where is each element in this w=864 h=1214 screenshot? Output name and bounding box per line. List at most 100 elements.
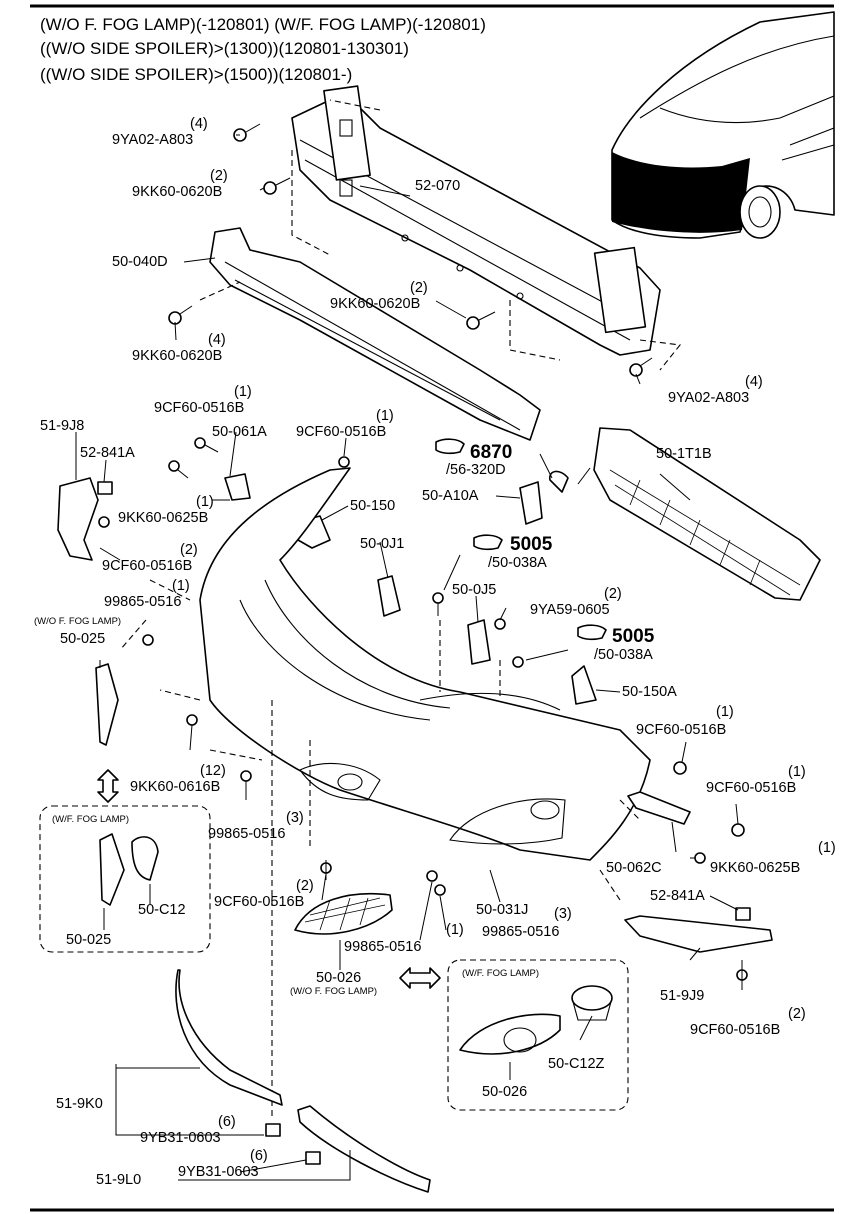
label-9CF60-0516B: 9CF60-0516B: [102, 558, 192, 574]
qty-label: (2): [410, 280, 428, 296]
qty-label: (2): [604, 586, 622, 602]
qty-label: (6): [218, 1114, 236, 1130]
label-50-038A: /50-038A: [488, 555, 547, 571]
label-9YB31-0603: 9YB31-0603: [178, 1164, 259, 1180]
label-50-150: 50-150: [350, 498, 395, 514]
front-grille: [593, 427, 821, 601]
label-51-9L0: 51-9L0: [96, 1172, 141, 1188]
qty-label: (1): [196, 494, 214, 510]
qty-label: (1): [376, 408, 394, 424]
bolt-icon: [629, 357, 653, 377]
header-line-1: (W/O F. FOG LAMP)(-120801) (W/F. FOG LAM…: [40, 15, 486, 34]
side-bracket-51-9J8: [57, 477, 99, 561]
lower-trim-51-9L0: [297, 1105, 431, 1193]
clip-icon: [432, 592, 444, 616]
header-line-3: ((W/O SIDE SPOILER)>(1500))(120801-): [40, 65, 352, 84]
qty-label: (3): [554, 906, 572, 922]
label-50-040D: 50-040D: [112, 254, 168, 270]
label-99865-0516: 99865-0516: [208, 826, 285, 842]
qty-label: (1): [234, 384, 252, 400]
fog-bezel-left: [294, 892, 393, 935]
qty-label: (1): [446, 922, 464, 938]
bolt-icon: [466, 311, 496, 330]
label-9KK60-0620B: 9KK60-0620B: [330, 296, 420, 312]
bracket-50-0J5: [467, 619, 491, 665]
label-50-1T1B: 50-1T1B: [656, 446, 712, 462]
bracket-50-0J1: [377, 575, 401, 617]
label-9CF60-0516B: 9CF60-0516B: [706, 780, 796, 796]
label-50-031J: 50-031J: [476, 902, 528, 918]
qty-label: (4): [190, 116, 208, 132]
label-56-320D: /56-320D: [446, 462, 506, 478]
label-wo-fog-lamp: (W/O F. FOG LAMP): [290, 986, 377, 997]
label-9YA02-A803: 9YA02-A803: [668, 390, 749, 406]
qty-label: (2): [180, 542, 198, 558]
nut-icon: [305, 1151, 321, 1165]
qty-label: (12): [200, 763, 226, 779]
label-9CF60-0516B: 9CF60-0516B: [296, 424, 386, 440]
lower-trim-51-9K0: [175, 969, 283, 1106]
highlighted-front-bumper-area: [612, 152, 750, 233]
label-9CF60-0516B: 9CF60-0516B: [154, 400, 244, 416]
cover-50-A10A: [519, 481, 543, 525]
label-9CF60-0516B: 9CF60-0516B: [690, 1022, 780, 1038]
label-99865-0516: 99865-0516: [344, 939, 421, 955]
qty-label: (1): [818, 840, 836, 856]
label-52-841A: 52-841A: [650, 888, 705, 904]
label-wf-fog-lamp: (W/F. FOG LAMP): [462, 968, 539, 979]
label-50-061A: 50-061A: [212, 424, 267, 440]
bolt-icon: [263, 177, 291, 195]
header-line-2: ((W/O SIDE SPOILER)>(1300))(120801-13030…: [40, 39, 409, 58]
label-50-025: 50-025: [60, 631, 105, 647]
note-pointer-icon: [473, 534, 503, 551]
label-9KK60-0620B: 9KK60-0620B: [132, 184, 222, 200]
clip-icon: [673, 761, 687, 775]
label-9CF60-0516B: 9CF60-0516B: [214, 894, 304, 910]
label-50-A10A: 50-A10A: [422, 488, 479, 504]
label-51-9J9: 51-9J9: [660, 988, 704, 1004]
label-50-038A: /50-038A: [594, 647, 653, 663]
label-50-150A: 50-150A: [622, 684, 677, 700]
qty-label: (2): [788, 1006, 806, 1022]
car-locator-illustration: [611, 11, 835, 239]
label-9KK60-0620B: 9KK60-0620B: [132, 348, 222, 364]
energy-absorber: [209, 227, 541, 441]
clip-icon: [512, 656, 524, 668]
label-9KK60-0616B: 9KK60-0616B: [130, 779, 220, 795]
side-bracket-51-9J9: [624, 915, 773, 953]
label-51-9K0: 51-9K0: [56, 1096, 103, 1112]
qty-label: (1): [716, 704, 734, 720]
bolt-icon: [240, 770, 252, 800]
label-50-0J5: 50-0J5: [452, 582, 496, 598]
label-50-026: 50-026: [482, 1084, 527, 1100]
label-51-9J8: 51-9J8: [40, 418, 84, 434]
qty-label: (3): [286, 810, 304, 826]
bolt-icon: [168, 305, 193, 325]
bracket-50-025-in-box: [99, 833, 125, 906]
label-99865-0516: 99865-0516: [482, 924, 559, 940]
label-5005: 5005: [510, 534, 553, 555]
front-bumper-fascia: [199, 467, 651, 861]
label-5005: 5005: [612, 626, 655, 647]
label-50-0J1: 50-0J1: [360, 536, 404, 552]
qty-label: (1): [172, 578, 190, 594]
label-52-070: 52-070: [415, 178, 460, 194]
qty-label: (1): [788, 764, 806, 780]
qty-label: (4): [208, 332, 226, 348]
bolt-icon: [233, 123, 261, 142]
bumper-reinforcement: [291, 85, 661, 356]
double-arrow-icon: [97, 769, 119, 803]
label-99865-0516: 99865-0516: [104, 594, 181, 610]
wf-fog-lamp-box-left: [39, 805, 211, 953]
bracket-50-150A: [571, 665, 597, 705]
label-6870: 6870: [470, 442, 512, 463]
label-50-C12: 50-C12: [138, 902, 186, 918]
label-50-025: 50-025: [66, 932, 111, 948]
label-9YA59-0605: 9YA59-0605: [530, 602, 610, 618]
qty-label: (2): [296, 878, 314, 894]
nut-icon: [97, 481, 113, 495]
clip-icon: [731, 823, 745, 837]
double-arrow-icon: [399, 967, 441, 989]
clip-icon: [426, 870, 438, 882]
lamp-socket: [549, 470, 569, 493]
